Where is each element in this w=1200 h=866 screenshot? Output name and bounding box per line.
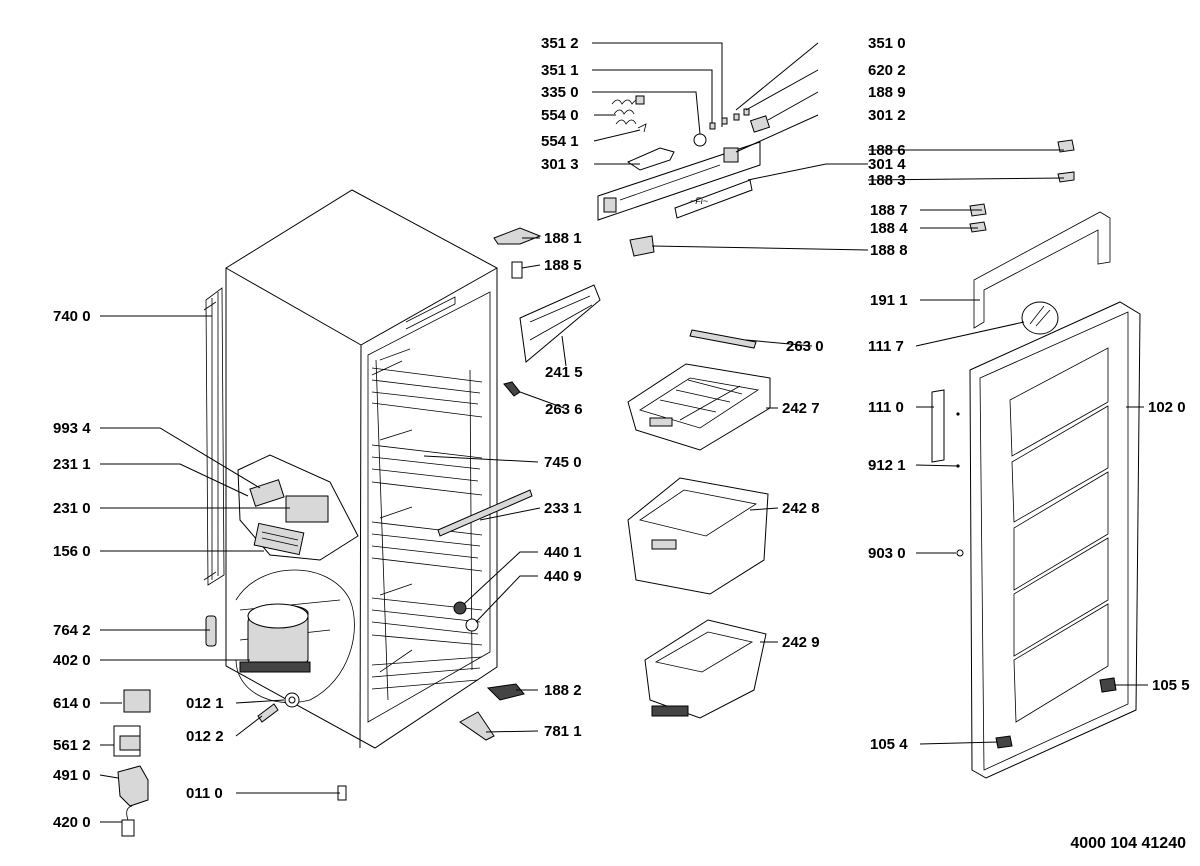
label-188-5: 188 5 (544, 257, 582, 274)
label-188-4: 188 4 (870, 220, 908, 237)
drawer-2 (627, 477, 769, 595)
label-233-1: 233 1 (544, 500, 582, 517)
label-420-0: 420 0 (53, 814, 91, 831)
hinge-bottom (995, 735, 1013, 749)
label-188-6: 188 6 (868, 142, 906, 159)
label-335-0: 335 0 (541, 84, 579, 101)
label-242-9: 242 9 (782, 634, 820, 651)
label-351-2: 351 2 (541, 35, 579, 52)
drawer-3 (644, 619, 767, 719)
label-745-0: 745 0 (544, 454, 582, 471)
label-191-1: 191 1 (870, 292, 908, 309)
svg-text:~Fi~: ~Fi~ (690, 196, 708, 206)
drawer-1 (627, 363, 771, 451)
label-231-0: 231 0 (53, 500, 91, 517)
label-351-1: 351 1 (541, 62, 579, 79)
label-263-0: 263 0 (786, 338, 824, 355)
compressor-bay (235, 569, 355, 703)
label-620-2: 620 2 (868, 62, 906, 79)
label-188-9: 188 9 (868, 84, 906, 101)
brand-logo (1021, 301, 1059, 335)
door-handle (931, 389, 945, 463)
drier (205, 615, 217, 647)
label-402-0: 402 0 (53, 652, 91, 669)
label-188-8: 188 8 (870, 242, 908, 259)
label-231-1: 231 1 (53, 456, 91, 473)
label-188-1: 188 1 (544, 230, 582, 247)
label-561-2: 561 2 (53, 737, 91, 754)
shelf-rail (437, 489, 533, 537)
condenser (203, 287, 225, 586)
door (931, 211, 1141, 779)
label-012-2: 012 2 (186, 728, 224, 745)
label-012-1: 012 1 (186, 695, 224, 712)
label-263-6: 263 6 (545, 401, 583, 418)
thermostat-knob (453, 601, 467, 615)
electrical-components (113, 689, 347, 837)
label-912-1: 912 1 (868, 457, 906, 474)
label-554-0: 554 0 (541, 107, 579, 124)
label-440-9: 440 9 (544, 568, 582, 585)
small-parts (459, 227, 757, 741)
label-242-8: 242 8 (782, 500, 820, 517)
label-188-7: 188 7 (870, 202, 908, 219)
compressor (239, 603, 311, 673)
diagram-code: 4000 104 41240 (1070, 835, 1186, 852)
label-740-0: 740 0 (53, 308, 91, 325)
label-491-0: 491 0 (53, 767, 91, 784)
label-105-4: 105 4 (870, 736, 908, 753)
hinge-top (1099, 677, 1117, 693)
door-gasket (973, 211, 1111, 329)
label-102-0: 102 0 (1148, 399, 1186, 416)
label-993-4: 993 4 (53, 420, 91, 437)
label-781-1: 781 1 (544, 723, 582, 740)
part-labels: 351 2 351 0 351 1 620 2 335 0 188 9 554 … (53, 35, 1190, 831)
leader-lines (99, 42, 1148, 823)
label-156-0: 156 0 (53, 543, 91, 560)
cabinet (203, 189, 533, 749)
label-554-1: 554 1 (541, 133, 579, 150)
label-241-5: 241 5 (545, 364, 583, 381)
label-614-0: 614 0 (53, 695, 91, 712)
label-188-2: 188 2 (544, 682, 582, 699)
label-111-0: 111 0 (868, 399, 904, 416)
label-903-0: 903 0 (868, 545, 906, 562)
label-301-3: 301 3 (541, 156, 579, 173)
control-panel-assembly: ~Fi~ (597, 95, 771, 221)
thermostat-knob-small (693, 133, 707, 147)
label-111-7: 111 7 (868, 338, 904, 355)
label-351-0: 351 0 (868, 35, 906, 52)
label-011-0: 011 0 (186, 785, 223, 802)
label-764-2: 764 2 (53, 622, 91, 639)
label-301-2: 301 2 (868, 107, 906, 124)
label-242-7: 242 7 (782, 400, 820, 417)
light-switch (465, 618, 479, 632)
label-105-5: 105 5 (1152, 677, 1190, 694)
label-188-3: 188 3 (868, 172, 906, 189)
label-440-1: 440 1 (544, 544, 582, 561)
door-shelf-clips (969, 139, 1075, 233)
label-301-4: 301 4 (868, 156, 906, 173)
